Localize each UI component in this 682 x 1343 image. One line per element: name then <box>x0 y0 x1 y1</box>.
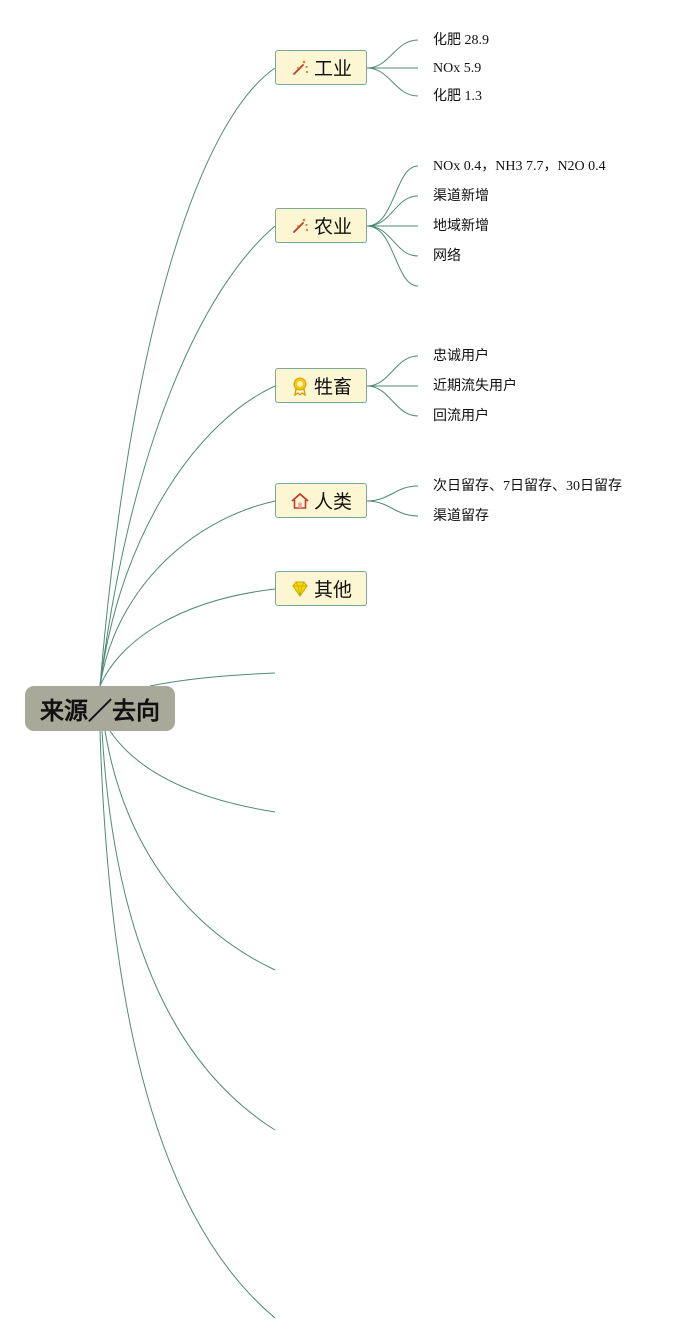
branch-label: 人类 <box>313 492 352 513</box>
medal-icon <box>290 376 310 396</box>
edge-root-human <box>99 500 276 687</box>
leaf-node[interactable]: 回流用户 <box>433 409 489 424</box>
edge-industry-leaf-1 <box>366 39 419 69</box>
sparkle-icon <box>290 58 310 78</box>
edge-livestock-leaf-1 <box>366 355 419 387</box>
leaf-node[interactable]: 渠道留存 <box>433 509 489 524</box>
leaf-node[interactable]: 忠诚用户 <box>433 349 489 364</box>
branch-node-agriculture[interactable]: 农业 <box>275 208 367 243</box>
edge-root-other <box>99 588 276 687</box>
edge-root-stub-3 <box>104 730 276 971</box>
house-icon <box>290 491 310 511</box>
leaf-node[interactable]: 化肥 28.9 <box>433 33 489 48</box>
branch-node-human[interactable]: 人类 <box>275 483 367 518</box>
leaf-node[interactable]: 渠道新增 <box>433 189 489 204</box>
leaf-node[interactable]: NOx 5.9 <box>433 61 482 76</box>
branch-label: 牲畜 <box>313 377 352 398</box>
edge-root-stub-5 <box>99 730 276 1319</box>
edge-root-stub-2 <box>109 730 276 813</box>
edge-agriculture-leaf-5 <box>366 225 419 287</box>
edge-agriculture-leaf-1 <box>366 165 419 227</box>
branch-label: 工业 <box>313 59 352 80</box>
leaf-node[interactable]: NOx 0.4，NH3 7.7，N2O 0.4 <box>433 159 606 174</box>
branch-label: 其他 <box>313 580 352 601</box>
diamond-icon <box>290 579 310 599</box>
leaf-node[interactable]: 化肥 1.3 <box>433 89 482 104</box>
edge-livestock-leaf-3 <box>366 385 419 417</box>
edge-root-agriculture <box>99 225 276 687</box>
edge-industry-leaf-3 <box>366 67 419 97</box>
leaf-node[interactable]: 网络 <box>433 249 461 264</box>
root-node[interactable]: 来源／去向 <box>25 686 175 731</box>
leaf-node[interactable]: 次日留存、7日留存、30日留存 <box>433 479 622 494</box>
branch-label: 农业 <box>313 217 352 238</box>
branch-node-industry[interactable]: 工业 <box>275 50 367 85</box>
sparkle-icon <box>290 216 310 236</box>
branch-node-livestock[interactable]: 牲畜 <box>275 368 367 403</box>
root-label: 来源／去向 <box>40 698 160 725</box>
edge-human-leaf-1 <box>366 485 419 502</box>
edge-root-livestock <box>99 385 276 687</box>
edge-root-stub-1 <box>149 672 276 687</box>
edge-root-industry <box>99 67 276 687</box>
edge-human-leaf-2 <box>366 500 419 517</box>
edge-root-stub-4 <box>101 730 276 1131</box>
leaf-node[interactable]: 地域新增 <box>433 219 489 234</box>
leaf-node[interactable]: 近期流失用户 <box>433 379 517 394</box>
edge-agriculture-leaf-2 <box>366 195 419 227</box>
branch-node-other[interactable]: 其他 <box>275 571 367 606</box>
